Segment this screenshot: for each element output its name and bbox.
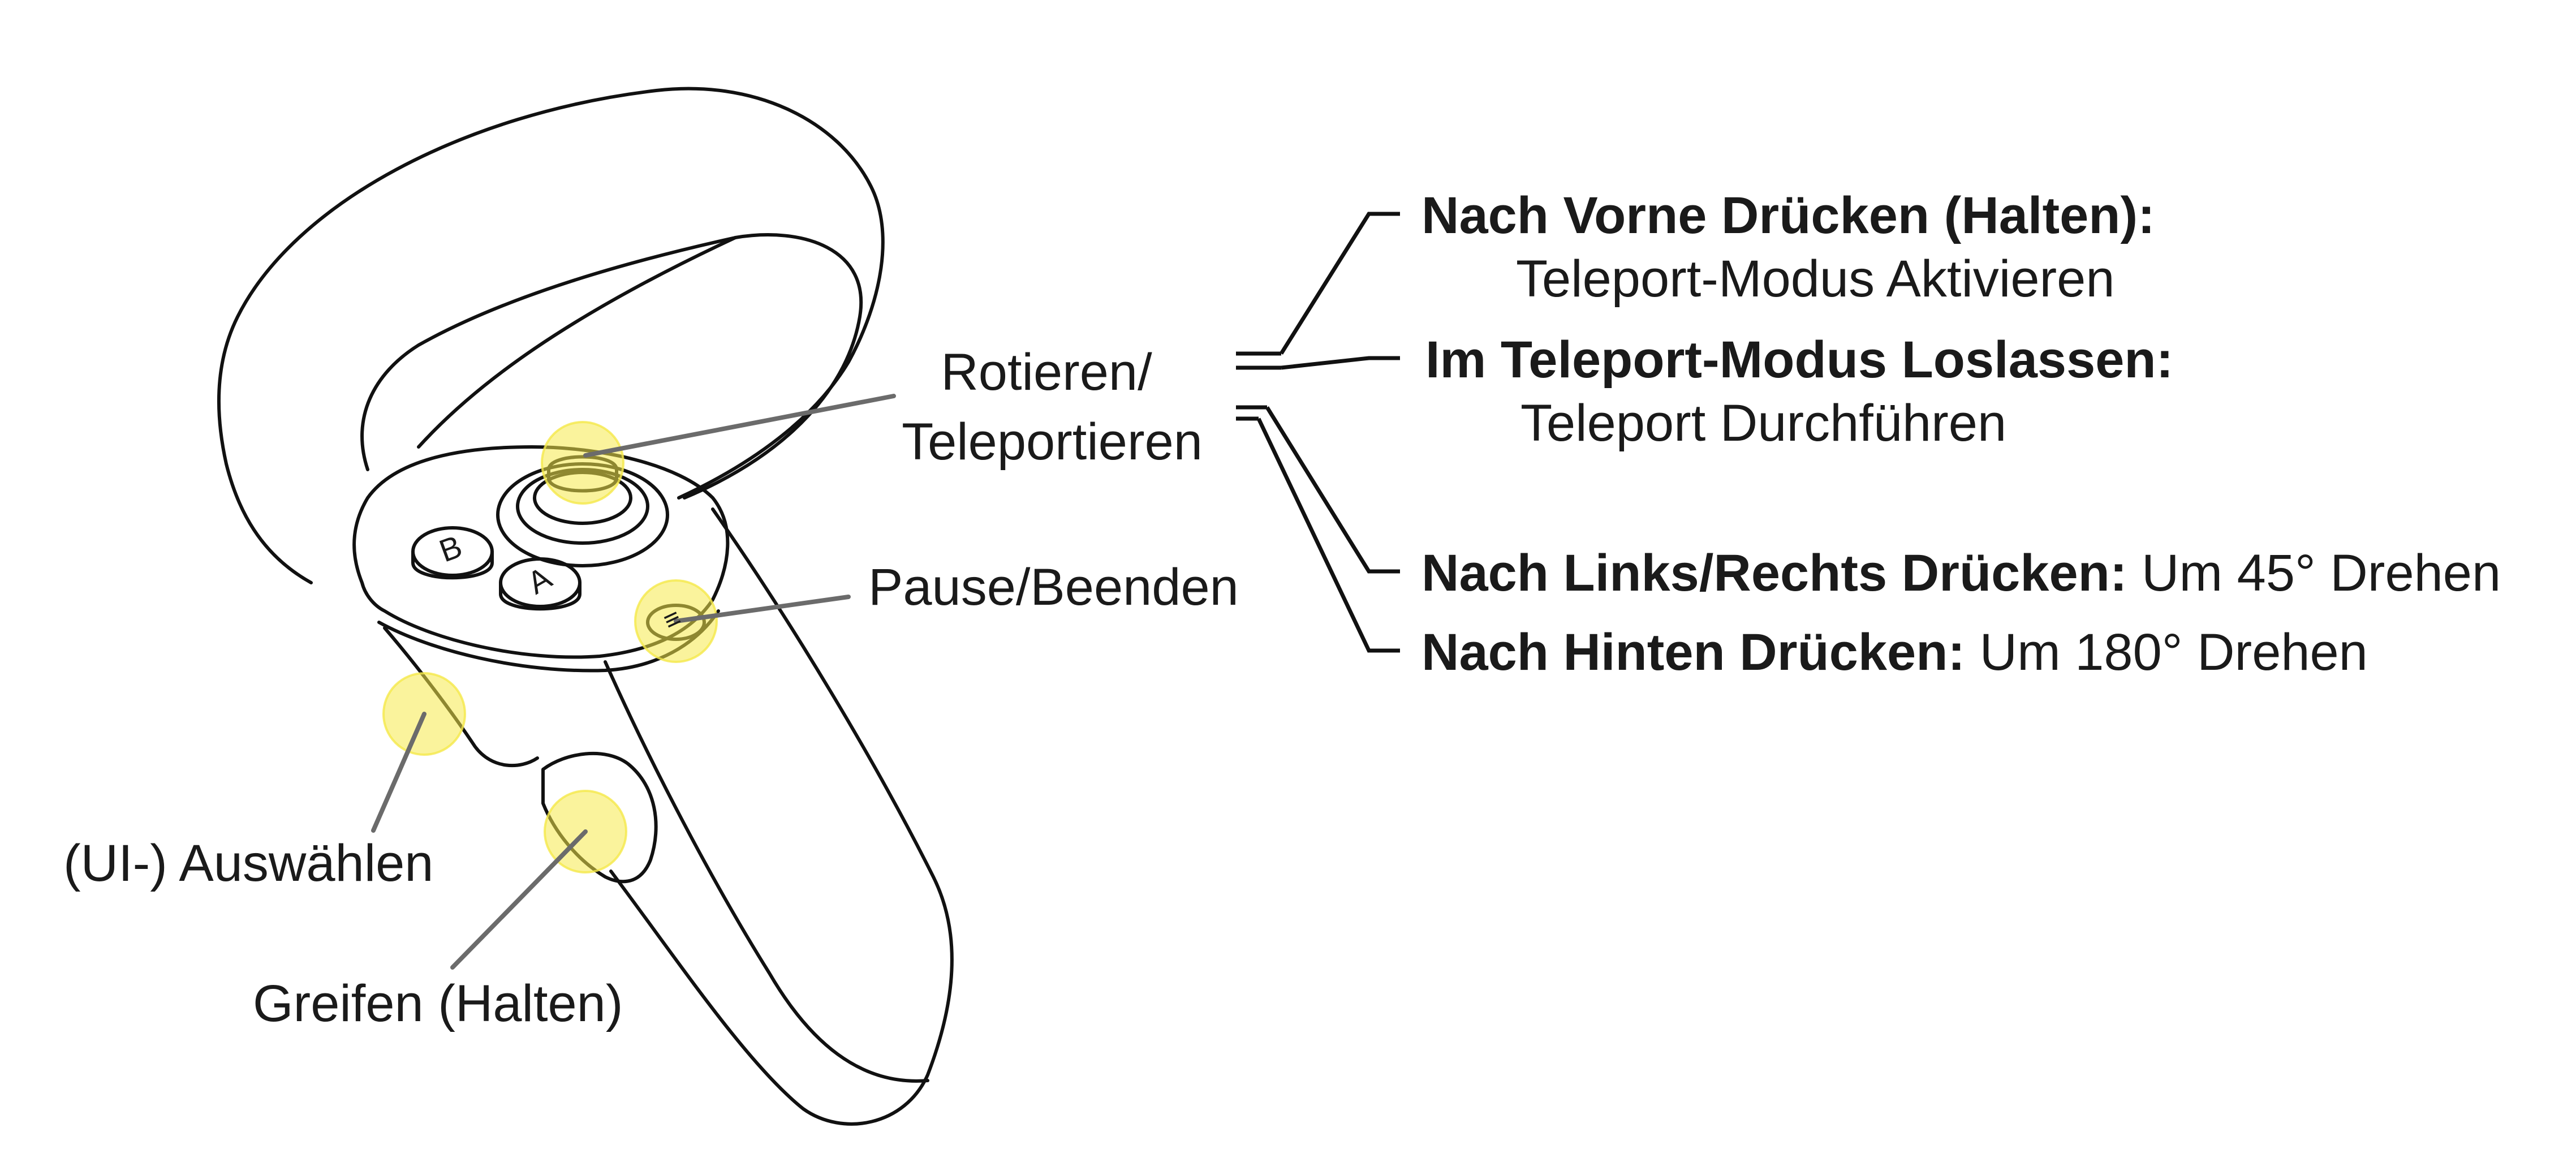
grab-label: Greifen (Halten)	[253, 975, 623, 1032]
tracking-ring-inner-edge	[417, 236, 737, 449]
action-4-bold: Nach Hinten Drücken:	[1421, 623, 1966, 681]
bracket-action-2	[1281, 356, 1400, 370]
action-4: Nach Hinten Drücken: Um 180° Drehen	[1421, 626, 2368, 678]
tracking-ring-outer	[217, 87, 885, 584]
pause-label: Pause/Beenden	[868, 558, 1239, 616]
action-brackets	[1236, 212, 1400, 653]
action-1-normal: Teleport-Modus Aktivieren	[1516, 250, 2115, 308]
select-label: (UI-) Auswählen	[63, 834, 434, 892]
bracket-action-4	[1256, 418, 1400, 653]
action-4-normal: Um 180° Drehen	[1979, 623, 2368, 681]
rotate-label-line1: Rotieren/	[941, 343, 1152, 401]
bracket-action-1	[1280, 212, 1400, 355]
rotate-label-line2: Teleportieren	[902, 413, 1203, 471]
leader-lines	[371, 394, 896, 970]
leader-grab	[450, 829, 588, 970]
handle-front-edge	[604, 660, 929, 1083]
tracking-ring-inner	[360, 236, 737, 471]
tracking-ring-side	[683, 233, 863, 500]
handle-outline	[609, 507, 954, 1126]
action-2-detail: Teleport Durchführen	[1520, 397, 2006, 449]
controller-drawing	[217, 87, 954, 1126]
leader-rotate	[583, 394, 896, 458]
bracket-action-3	[1265, 406, 1400, 574]
leader-pause	[674, 595, 851, 623]
action-3: Nach Links/Rechts Drücken: Um 45° Drehen	[1421, 547, 2501, 599]
action-1-detail: Teleport-Modus Aktivieren	[1516, 253, 2115, 305]
b-button-side	[411, 550, 494, 580]
trigger-outline	[383, 626, 539, 768]
action-3-normal: Um 45° Drehen	[2142, 544, 2501, 602]
action-1-title: Nach Vorne Drücken (Halten):	[1421, 190, 2155, 242]
leader-select	[371, 712, 427, 833]
action-3-bold: Nach Links/Rechts Drücken:	[1421, 544, 2127, 602]
action-2-normal: Teleport Durchführen	[1520, 394, 2007, 452]
action-2-title: Im Teleport-Modus Loslassen:	[1425, 334, 2173, 386]
a-button-side	[499, 581, 581, 611]
action-2-bold: Im Teleport-Modus Loslassen:	[1425, 331, 2174, 389]
action-1-bold: Nach Vorne Drücken (Halten):	[1421, 187, 2155, 244]
thumbstick-highlight	[541, 421, 624, 505]
